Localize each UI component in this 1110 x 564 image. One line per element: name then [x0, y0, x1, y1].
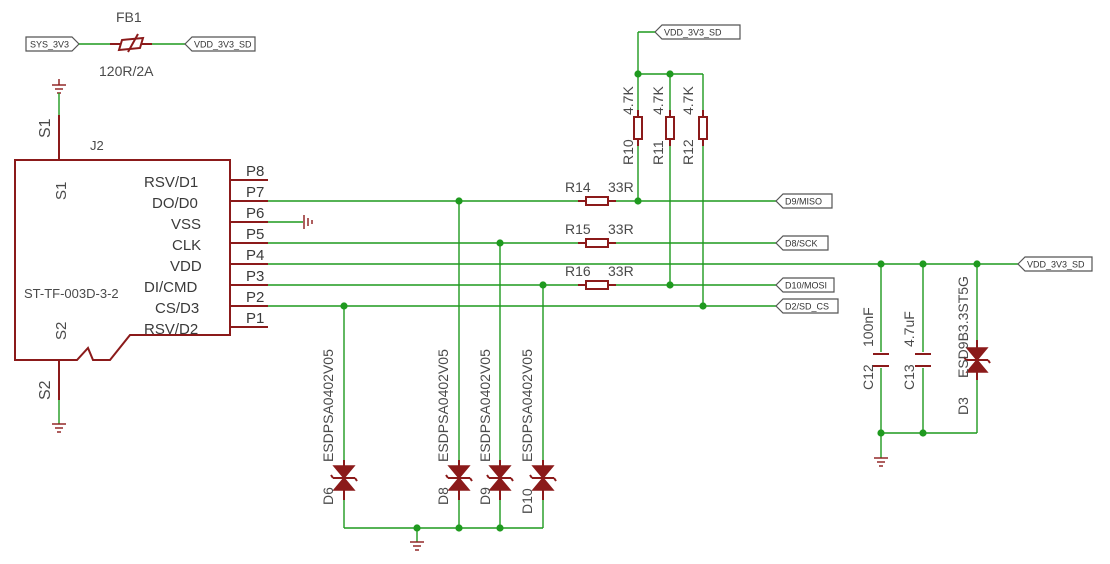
- esd-diode-d6: D6 ESDPSA0402V05: [320, 349, 358, 505]
- resistor-r10-ref: R10: [620, 139, 636, 165]
- esd-diode-d6-ref: D6: [320, 487, 336, 505]
- resistor-r14-value: 33R: [608, 179, 634, 195]
- connector-ref: J2: [90, 138, 104, 153]
- esd-diode-d9-ref: D9: [477, 487, 493, 505]
- resistor-r14: R14 33R: [565, 179, 634, 206]
- pin-name-rsv-d2: RSV/D2: [144, 321, 198, 338]
- esd-diode-d10: D10 ESDPSA0402V05: [519, 349, 557, 514]
- output-net-flags: D9/MISO D8/SCK D10/MOSI D2/SD_CS: [775, 193, 839, 314]
- net-flag-mosi: [775, 277, 835, 293]
- pullup-network: VDD_3V3_SD R10 4.7K R11 4.7K R12: [620, 24, 741, 306]
- tvs-diode-d3-ref: D3: [955, 397, 971, 415]
- net-flag-vdd-top: [654, 24, 741, 40]
- resistor-r15-value: 33R: [608, 221, 634, 237]
- ground-symbol-vss: [303, 215, 313, 229]
- net-label-mosi: D10/MOSI: [785, 281, 827, 291]
- pin-number-p3: P3: [246, 268, 264, 285]
- ferrite-value: 120R/2A: [99, 63, 154, 79]
- shield-pin-s1-inner: S1: [53, 182, 70, 200]
- pin-number-p2: P2: [246, 289, 264, 306]
- resistor-r15-ref: R15: [565, 221, 591, 237]
- pin-number-p6: P6: [246, 205, 264, 222]
- signal-wires: [268, 200, 1018, 307]
- esd-diode-array: D6 ESDPSA0402V05 D8 ESDPSA0402V05 D9 ESD…: [320, 201, 557, 551]
- net-label-sck: D8/SCK: [785, 239, 818, 249]
- resistor-r11: R11 4.7K: [650, 86, 675, 165]
- connector-part: ST-TF-003D-3-2: [24, 286, 119, 301]
- resistor-r10-value: 4.7K: [620, 86, 636, 115]
- resistor-r11-value: 4.7K: [650, 86, 666, 115]
- ferrite-bead-fb1: SYS_3V3 VDD_3V3_SD FB1 120R/2A: [25, 9, 256, 79]
- esd-diode-d10-ref: D10: [519, 488, 535, 514]
- resistor-r16: R16 33R: [565, 263, 634, 290]
- ground-symbol-esd: [410, 541, 424, 551]
- ground-symbol-s2: [52, 423, 66, 433]
- tvs-diode-d3: D3 ESD9B3.3ST5G: [955, 264, 991, 433]
- shield-pin-s1-outer: S1: [37, 118, 54, 138]
- net-flag-vdd-ferrite: [184, 36, 256, 52]
- net-flag-miso: [775, 193, 833, 209]
- resistor-r12-ref: R12: [680, 139, 696, 165]
- net-flag-sys-3v3: [25, 36, 80, 52]
- pin-name-cs-d3: CS/D3: [155, 300, 199, 317]
- resistor-r15: R15 33R: [565, 221, 634, 248]
- net-label-vdd-right: VDD_3V3_SD: [1027, 260, 1085, 270]
- capacitor-c12: C12 100nF: [860, 264, 889, 433]
- capacitor-c12-value: 100nF: [860, 307, 876, 347]
- ground-symbol-s1: [52, 79, 66, 94]
- pin-name-vdd: VDD: [170, 258, 202, 275]
- resistor-r11-ref: R11: [650, 140, 666, 165]
- resistor-r10: R10 4.7K: [620, 86, 643, 165]
- pin-name-do-d0: DO/D0: [152, 195, 198, 212]
- esd-diode-d9-value: ESDPSA0402V05: [477, 349, 493, 462]
- capacitor-c13: C13 4.7uF: [901, 264, 931, 433]
- pin-name-clk: CLK: [172, 237, 201, 254]
- net-label-sys-3v3: SYS_3V3: [30, 40, 69, 50]
- resistor-r14-ref: R14: [565, 179, 591, 195]
- ground-symbol-decoupling: [874, 457, 888, 467]
- esd-diode-d10-value: ESDPSA0402V05: [519, 349, 535, 462]
- connector-body: [14, 159, 231, 361]
- resistor-r12: R12 4.7K: [680, 86, 708, 165]
- pin-name-vss: VSS: [171, 216, 201, 233]
- pin-number-p7: P7: [246, 184, 264, 201]
- shield-pin-s2-outer: S2: [37, 380, 54, 400]
- shield-pin-s2-inner: S2: [53, 322, 70, 340]
- capacitor-c13-value: 4.7uF: [901, 311, 917, 347]
- esd-diode-d6-value: ESDPSA0402V05: [320, 349, 336, 462]
- pin-name-rsv-d1: RSV/D1: [144, 174, 198, 191]
- net-label-miso: D9/MISO: [785, 197, 822, 207]
- capacitor-c12-ref: C12: [860, 364, 876, 390]
- net-label-cs: D2/SD_CS: [785, 302, 829, 312]
- junction-dots: [340, 70, 981, 532]
- esd-diode-d8-value: ESDPSA0402V05: [435, 349, 451, 462]
- pin-number-p1: P1: [246, 310, 264, 327]
- esd-diode-d8: D8 ESDPSA0402V05: [435, 349, 473, 505]
- connector-j2: S1 J2 ST-TF-003D-3-2 S1 S2 S2 RSV/D1 DO/…: [14, 79, 313, 433]
- net-flag-sck: [775, 235, 829, 251]
- pin-number-p5: P5: [246, 226, 264, 243]
- pin-name-di-cmd: DI/CMD: [144, 279, 197, 296]
- capacitor-c13-ref: C13: [901, 364, 917, 390]
- esd-diode-d8-ref: D8: [435, 487, 451, 505]
- net-flag-cs: [775, 298, 839, 314]
- tvs-diode-d3-value: ESD9B3.3ST5G: [955, 276, 971, 378]
- ferrite-ref: FB1: [116, 9, 142, 25]
- resistor-r16-ref: R16: [565, 263, 591, 279]
- resistor-r16-value: 33R: [608, 263, 634, 279]
- esd-diode-d9: D9 ESDPSA0402V05: [477, 349, 514, 505]
- net-label-vdd-top: VDD_3V3_SD: [664, 28, 722, 38]
- pin-number-p8: P8: [246, 163, 264, 180]
- net-label-vdd-ferrite: VDD_3V3_SD: [194, 40, 252, 50]
- pin-number-p4: P4: [246, 247, 264, 264]
- net-flag-vdd-right: [1017, 256, 1093, 272]
- resistor-r12-value: 4.7K: [680, 86, 696, 115]
- decoupling-section: VDD_3V3_SD C12 100nF C13 4.7uF: [860, 256, 1093, 467]
